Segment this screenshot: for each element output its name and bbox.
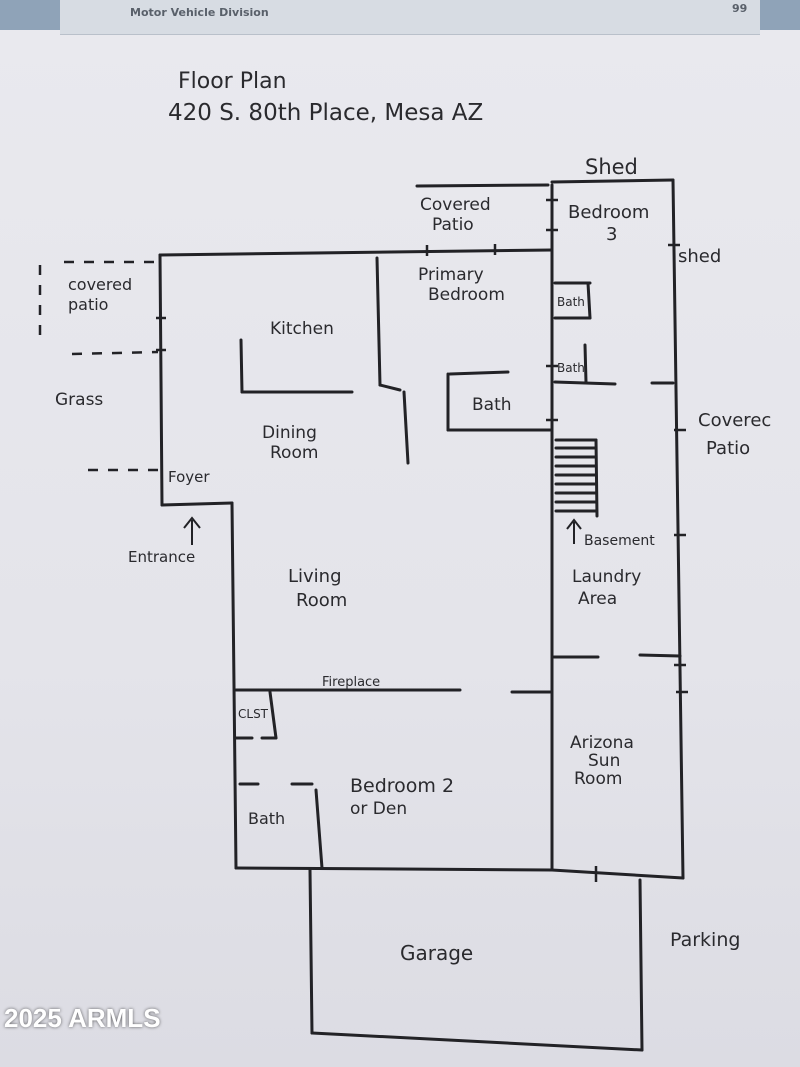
label-grass: Grass (55, 390, 103, 410)
label-covered-patio-left-1: covered (68, 275, 132, 294)
label-sunroom-3: Room (574, 769, 622, 789)
label-sunroom-1: Arizona (570, 733, 634, 753)
label-covered-patio-top-2: Patio (432, 215, 474, 235)
label-shed-right: shed (678, 246, 721, 267)
bath-main-top (448, 370, 510, 376)
bed2-bath-east (314, 788, 324, 870)
label-sunroom-2: Sun (588, 751, 620, 771)
bath1-east (586, 281, 592, 320)
laundry-divider-right (638, 653, 682, 658)
label-fireplace: Fireplace (322, 675, 380, 690)
dashed-edges (38, 260, 160, 472)
doc-strip-number: 99 (732, 2, 748, 15)
label-living-room-1: Living (288, 566, 342, 587)
basement-arrow-head (566, 518, 582, 530)
label-basement: Basement (584, 533, 655, 549)
bath2-bottom (553, 380, 617, 386)
label-dining-room-2: Room (270, 443, 318, 463)
tick-marks (156, 198, 688, 882)
kitchen-east-wall (375, 256, 382, 387)
label-bath-small1: Bath (557, 295, 585, 309)
garage-south (310, 1031, 644, 1052)
watermark: 2025 ARMLS (4, 1003, 161, 1033)
label-dining-room-1: Dining (262, 423, 317, 443)
label-foyer: Foyer (168, 468, 210, 486)
label-bedroom3-1: Bedroom (568, 202, 649, 223)
label-primary-bedroom-2: Bedroom (428, 285, 505, 305)
label-kitchen: Kitchen (270, 319, 334, 339)
wall-wing-east (671, 178, 685, 880)
label-entrance: Entrance (128, 548, 195, 566)
wall-foyer-step (160, 501, 234, 507)
garage-west (308, 868, 314, 1035)
wall-west-upper (158, 253, 164, 507)
label-living-room-2: Room (296, 590, 347, 611)
label-parking: Parking (670, 929, 740, 951)
label-bath-main: Bath (472, 395, 512, 415)
title-line1: Floor Plan (178, 69, 287, 94)
label-laundry-1: Laundry (572, 567, 641, 587)
wall-wing-north (550, 178, 675, 184)
label-bath-bed2: Bath (248, 809, 285, 828)
patio-top-edge (415, 183, 550, 188)
closet-east (268, 690, 278, 740)
label-primary-bedroom-1: Primary (418, 265, 484, 285)
label-bedroom2-1: Bedroom 2 (350, 775, 454, 797)
paper-sheet (0, 30, 800, 1067)
kitchen-wall-vert (239, 338, 244, 394)
wall-wing-south (550, 868, 685, 880)
garage-east (638, 878, 644, 1052)
kitchen-east-jog (378, 383, 402, 392)
doc-strip-text: Motor Vehicle Division (130, 6, 269, 19)
label-shed-top: Shed (585, 155, 638, 179)
label-covered-patio-left-2: patio (68, 295, 108, 314)
label-covered-patio-right-1: Coverec (698, 410, 771, 431)
wall-west-lower (230, 501, 238, 870)
wall-north (158, 248, 554, 257)
label-covered-patio-right-2: Patio (706, 438, 750, 459)
label-bedroom2-2: or Den (350, 799, 407, 819)
background-document-strip: Motor Vehicle Division 99 (60, 0, 760, 35)
wall-south (234, 866, 554, 872)
label-garage: Garage (400, 941, 473, 965)
walls (158, 178, 685, 1052)
dining-east-wall (402, 390, 410, 465)
label-bath-small2: Bath (557, 361, 585, 375)
patio-left-dash-bottom (71, 350, 159, 356)
labels: Floor Plan 420 S. 80th Place, Mesa AZ Sh… (55, 69, 771, 965)
label-laundry-2: Area (578, 589, 617, 609)
label-bedroom3-2: 3 (606, 224, 617, 245)
arrows (183, 516, 582, 545)
label-covered-patio-top-1: Covered (420, 195, 491, 215)
label-clst: CLST (238, 707, 269, 721)
stair-rail (594, 438, 599, 518)
title-line2: 420 S. 80th Place, Mesa AZ (168, 100, 483, 126)
entrance-arrow-head (183, 516, 201, 529)
bath2-east (583, 343, 588, 384)
